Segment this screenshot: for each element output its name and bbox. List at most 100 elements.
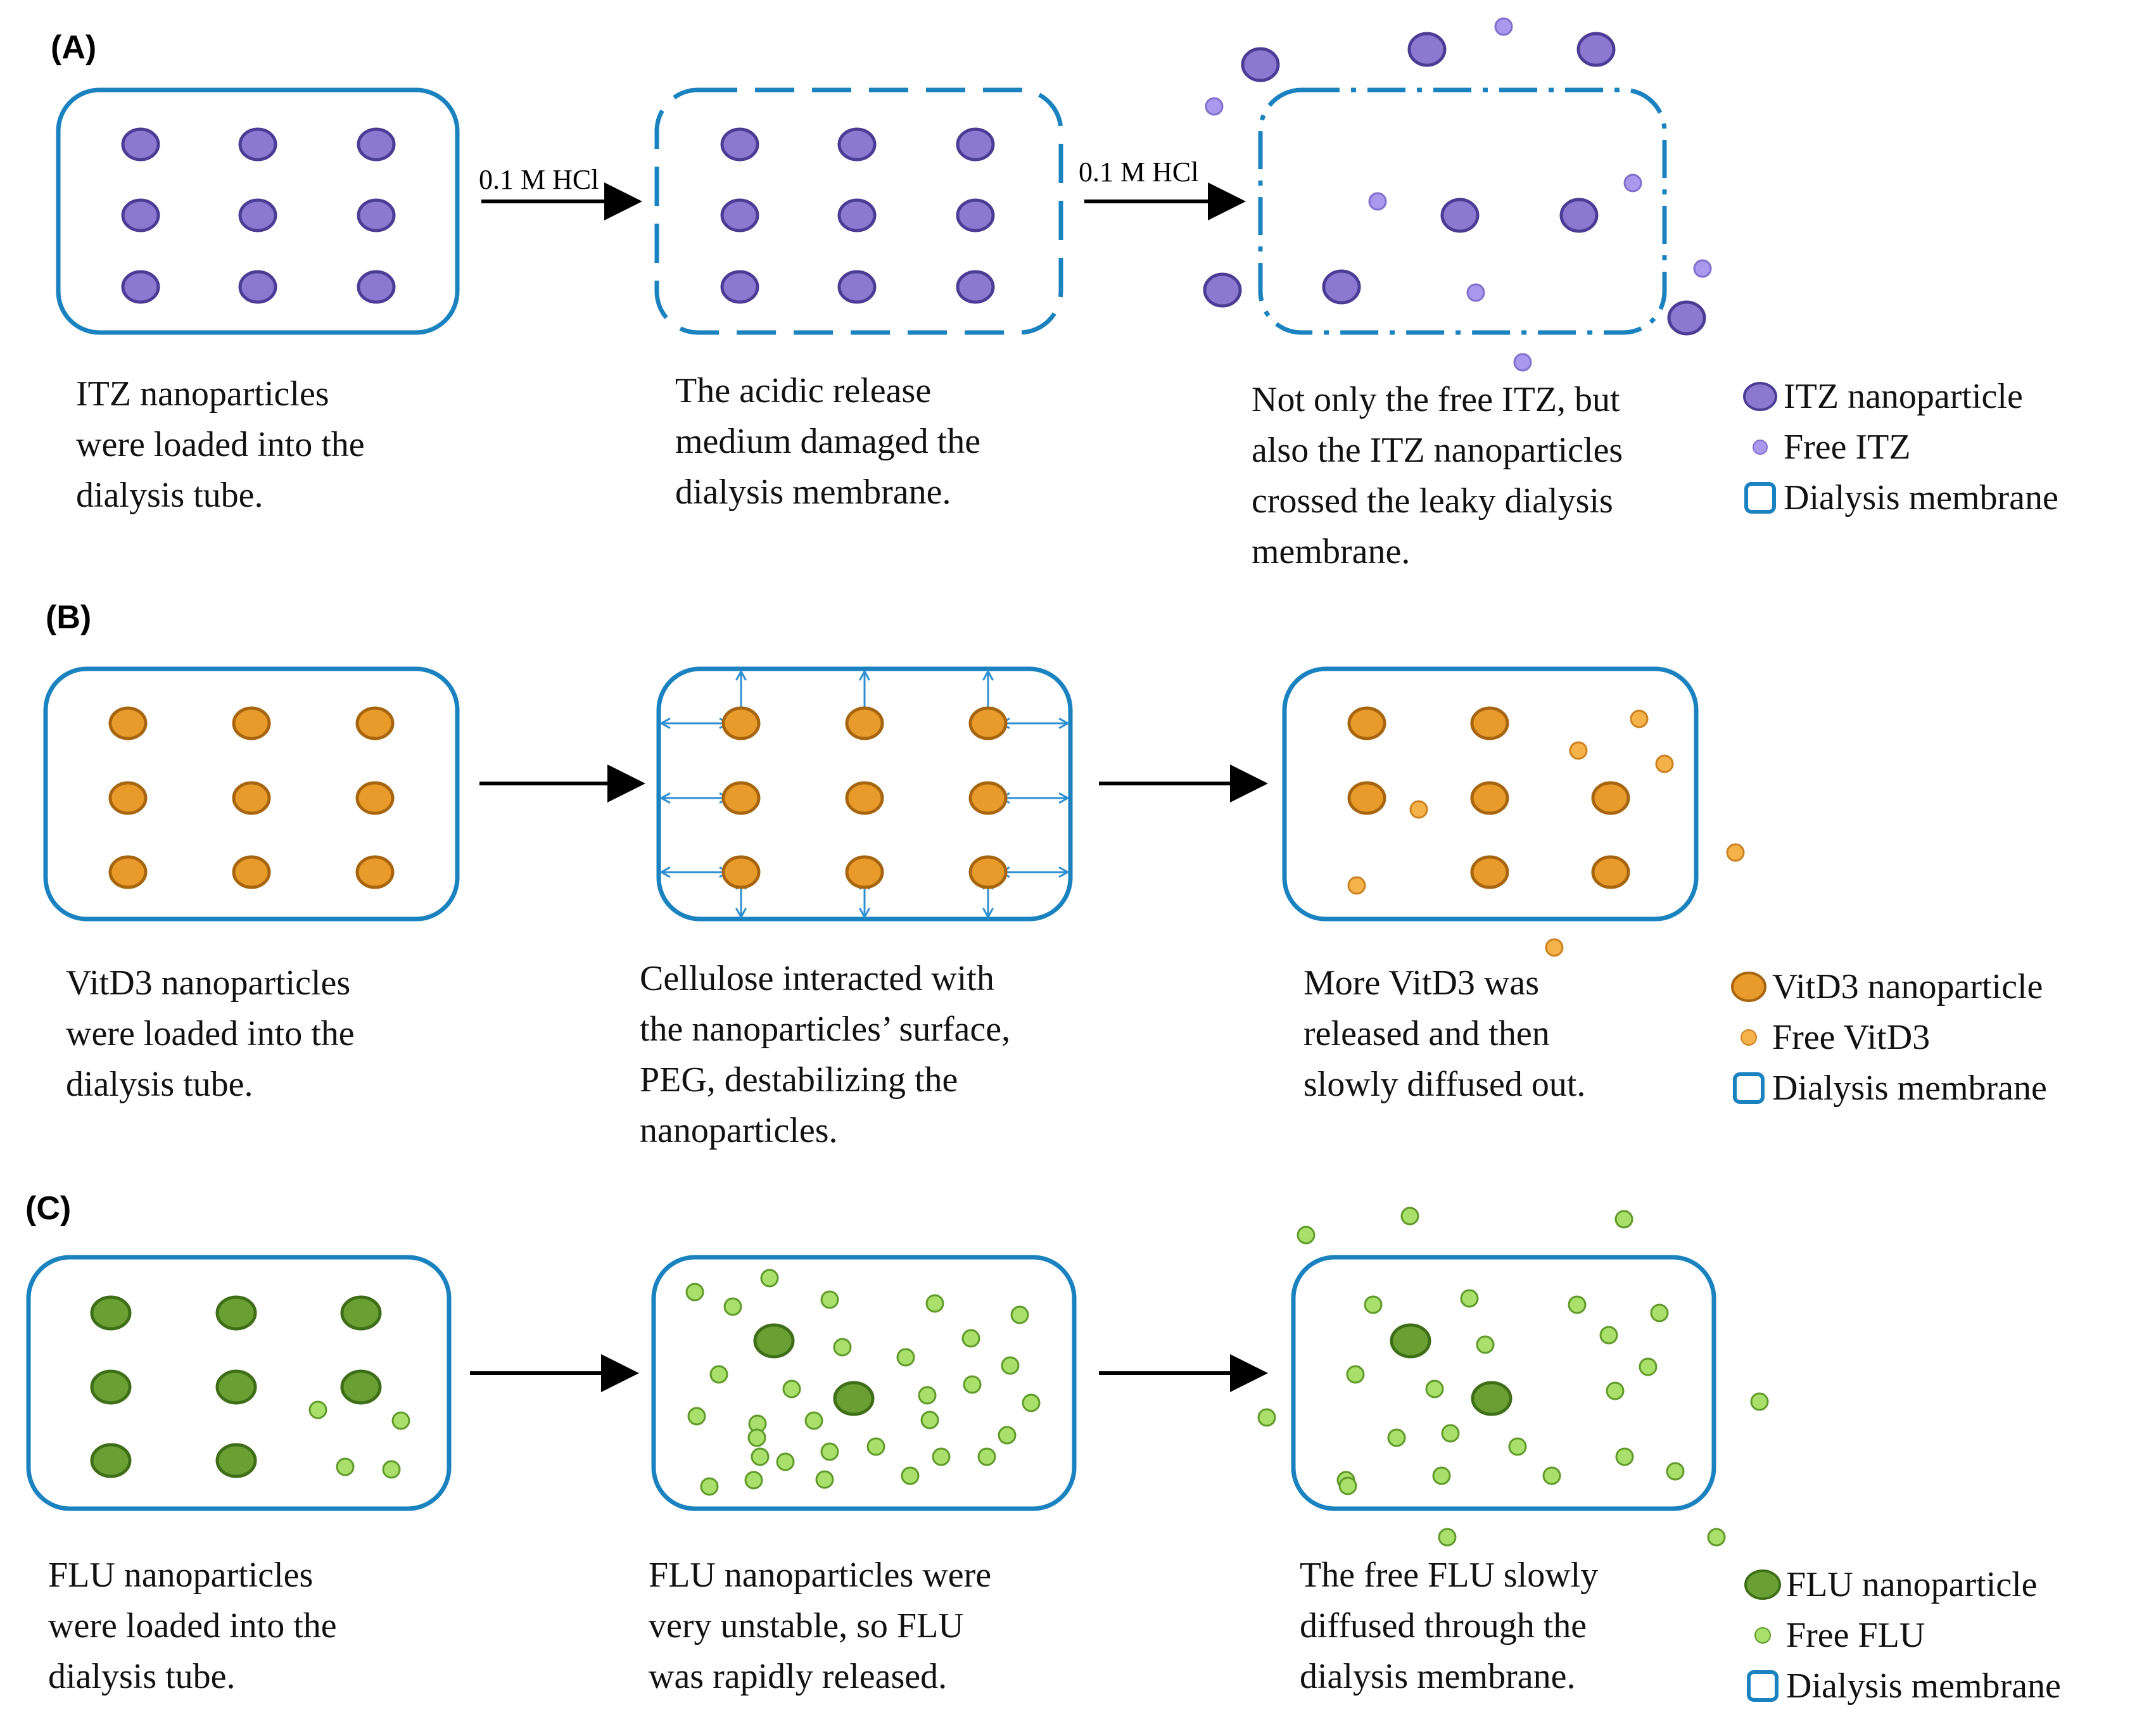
itz-nanoparticle (238, 270, 277, 304)
free-flu (1432, 1466, 1451, 1485)
free-flu (1750, 1392, 1769, 1411)
panel-b-caption-2: Cellulose interacted with the nanopartic… (640, 953, 1010, 1156)
vitd3-nanoparticle (845, 706, 884, 740)
panel-b-particles (108, 706, 1745, 957)
legend-row-membrane: Dialysis membrane (1725, 1063, 2047, 1113)
free-flu (1639, 1357, 1658, 1376)
caption-line: More VitD3 was (1303, 963, 1540, 1003)
legend-row-nanoparticle: ITZ nanoparticle (1737, 371, 2058, 422)
panel-a-membrane-2-damaged (654, 87, 1063, 335)
flu-nanoparticle (90, 1295, 132, 1331)
vitd3-nanoparticle (1470, 706, 1509, 740)
panel-b-caption-1: VitD3 nanoparticles were loaded into the… (66, 958, 355, 1110)
caption-line: crossed the leaky dialysis (1252, 481, 1613, 521)
free-flu (1441, 1424, 1460, 1443)
itz-nanoparticle (1440, 198, 1480, 233)
vitd3-nanoparticle (355, 855, 395, 889)
caption-line: dialysis membrane. (675, 472, 951, 512)
vitd3-nanoparticle (845, 781, 884, 815)
vitd3-nanoparticle (232, 781, 271, 815)
itz-nanoparticle (357, 198, 396, 232)
free-flu (918, 1386, 937, 1405)
free-flu (833, 1338, 852, 1357)
itz-nanoparticle (956, 198, 995, 232)
free-itz-icon (1737, 422, 1784, 472)
itz-nanoparticle (121, 198, 160, 232)
flu-nanoparticle (215, 1295, 257, 1331)
vitd3-nanoparticle (968, 706, 1008, 740)
free-flu (1650, 1303, 1669, 1322)
free-flu (760, 1269, 779, 1288)
free-flu (776, 1452, 795, 1471)
cellulose-interaction-arrow (659, 718, 731, 729)
vitd3-nanoparticle (232, 855, 271, 889)
flu-nanoparticle (753, 1323, 795, 1359)
flu-nanoparticle (340, 1369, 382, 1405)
legend-label: Free VitD3 (1772, 1018, 1931, 1057)
itz-nanoparticle (956, 127, 995, 162)
legend-row-nanoparticle: VitD3 nanoparticle (1725, 961, 2047, 1012)
free-itz (1693, 259, 1712, 278)
panel-c-caption-2: FLU nanoparticles were very unstable, so… (649, 1550, 991, 1702)
free-flu (815, 1470, 834, 1489)
free-flu (700, 1477, 719, 1496)
caption-line: was rapidly released. (649, 1657, 948, 1696)
itz-nanoparticle (357, 270, 396, 304)
free-flu (1615, 1447, 1634, 1466)
itz-nanoparticle (837, 127, 877, 162)
panel-c-membrane-2 (651, 1255, 1077, 1511)
free-itz (1205, 97, 1224, 116)
panel-b-caption-3: More VitD3 was released and then slowly … (1303, 958, 1585, 1110)
vitd3-nanoparticle (108, 706, 148, 740)
free-flu (744, 1471, 763, 1490)
free-vitd3 (1569, 741, 1588, 760)
legend-row-free: Free FLU (1739, 1610, 2061, 1661)
legend-label: ITZ nanoparticle (1784, 377, 2023, 416)
free-flu (925, 1294, 944, 1313)
vitd3-nanoparticle (968, 855, 1008, 889)
legend-label: VitD3 nanoparticle (1772, 967, 2043, 1006)
free-flu (336, 1457, 355, 1476)
panel-a-membrane-1 (56, 87, 460, 335)
flu-nanoparticle (90, 1369, 132, 1405)
free-flu (998, 1426, 1017, 1445)
free-flu (1297, 1226, 1316, 1245)
dialysis-membrane-icon (1739, 1661, 1786, 1711)
free-flu (723, 1297, 742, 1316)
vitd3-nanoparticle (1470, 855, 1509, 889)
flu-nanoparticle (340, 1295, 382, 1331)
panel-b-label: (B) (46, 599, 91, 636)
caption-line: were loaded into the (66, 1014, 355, 1053)
caption-line: dialysis tube. (66, 1065, 253, 1104)
free-flu (1387, 1428, 1406, 1447)
panel-b-membrane-3 (1282, 666, 1699, 922)
caption-line: Cellulose interacted with (640, 959, 994, 998)
vitd3-nanoparticle (1591, 781, 1630, 815)
free-vitd3 (1545, 938, 1564, 957)
caption-line: very unstable, so FLU (649, 1606, 964, 1645)
legend-row-nanoparticle: FLU nanoparticle (1739, 1559, 2061, 1610)
panel-a-particles (121, 17, 1712, 372)
cellulose-interaction-arrow (998, 866, 1070, 878)
free-itz (1368, 192, 1387, 211)
panel-b-membrane-1 (43, 666, 460, 922)
vitd3-nanoparticle (108, 781, 148, 815)
free-flu (1614, 1210, 1633, 1229)
free-flu (961, 1329, 980, 1348)
cellulose-interaction-arrow (998, 792, 1070, 804)
caption-line: were loaded into the (76, 425, 365, 464)
free-vitd3 (1655, 754, 1674, 773)
free-flu (1568, 1295, 1587, 1314)
free-flu (1460, 1289, 1479, 1308)
caption-line: dialysis membrane. (1300, 1657, 1576, 1696)
panel-a-caption-3: Not only the free ITZ, but also the ITZ … (1252, 374, 1623, 577)
free-flu (709, 1365, 728, 1384)
itz-nanoparticle-icon (1737, 371, 1784, 422)
legend-label: Free FLU (1786, 1616, 1925, 1655)
free-flu (932, 1447, 951, 1466)
itz-nanoparticle (238, 198, 277, 232)
free-flu (804, 1411, 823, 1430)
panel-a-label: (A) (51, 29, 96, 66)
vitd3-nanoparticle (721, 855, 761, 889)
